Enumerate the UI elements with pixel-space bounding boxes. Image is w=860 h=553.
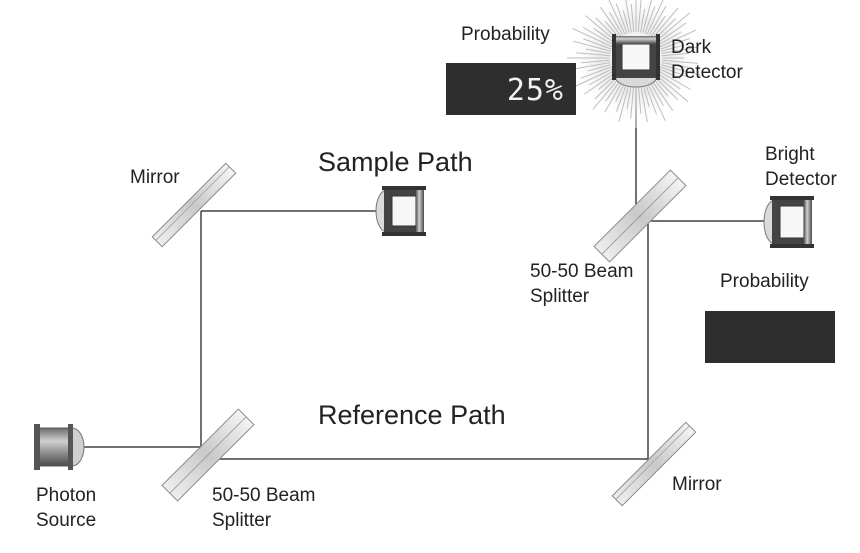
glow-ray [587,64,612,72]
sample-detector-device [375,186,426,236]
glow-ray [657,22,687,44]
dark-probability-display: 25% [446,63,576,115]
glow-ray [604,80,624,112]
glow-ray [661,46,698,54]
beam-splitter-2-label-line1: 50-50 Beam [530,261,634,282]
glow-ray [592,77,620,110]
glow-ray [648,80,664,106]
glow-ray [646,81,666,121]
glow-ray [644,6,656,34]
glow-ray [585,15,617,42]
photon-source-label: Photon Source [36,483,96,533]
glow-ray [581,59,611,64]
glow-ray [618,82,630,122]
photon-source-label-line1: Photon [36,485,97,506]
glow-ray [593,27,615,44]
sample-path-title: Sample Path [318,147,473,177]
beam-splitter-1-label: 50-50 Beam Splitter [212,483,316,533]
glow-ray [583,38,612,50]
dark-detector-device [612,34,660,88]
glow-ray [654,76,679,101]
glow-ray [660,45,683,52]
bright-detector-device [763,196,814,248]
glow-ray [658,70,691,90]
dark-detector-label-line2: Detector [671,62,743,83]
bright-detector-label-line1: Bright [765,144,815,165]
beam-splitter-1-label-line2: Splitter [212,510,272,531]
glow-ray [660,66,691,79]
glow-ray [604,20,620,39]
glow-ray [658,31,682,46]
beam-splitter-2 [593,169,687,263]
glow-ray [630,4,635,33]
glow-ray [626,83,632,110]
glow-ray [661,52,689,57]
glow-ray [580,66,612,79]
glow-ray [576,52,611,57]
beam-paths [80,86,770,460]
glow-ray [616,82,628,112]
dark-probability-label: Probability [461,24,550,45]
glow-ray [655,12,690,42]
glow-ray [588,70,614,86]
dark-detector-label-line1: Dark [671,37,712,58]
glow-ray [657,72,681,90]
glow-ray [630,83,635,119]
bright-probability-display [705,311,835,363]
dark-probability-value: 25% [506,73,564,108]
glow-ray [625,0,632,33]
glow-ray [608,0,626,35]
reference-path-title: Reference Path [318,400,506,430]
mirror-bottom-label: Mirror [672,474,722,495]
bright-detector-label-line2: Detector [765,169,837,190]
glow-ray [640,83,648,123]
beam-splitter-2-label-line2: Splitter [530,286,590,307]
glow-ray [650,15,666,37]
glow-ray [650,79,674,111]
glow-ray [660,38,690,50]
glow-ray [609,11,624,36]
photon-source-device [34,424,85,470]
glow-ray [659,68,681,80]
glow-ray [661,62,689,68]
glow-ray [605,79,622,102]
glow-ray [661,59,698,64]
glow-ray [594,76,618,100]
glow-ray [573,40,612,52]
glow-ray [582,27,614,46]
mirror-bottom [611,421,697,507]
glow-ray [572,27,613,48]
glow-ray [637,83,642,114]
glow-ray [660,64,701,76]
beam-splitter-1 [161,408,255,502]
bright-detector-label: Bright Detector [765,142,837,192]
glow-ray [622,10,630,34]
glow-ray [648,5,667,36]
glow-ray [574,68,613,88]
glow-ray [615,3,628,34]
mirror-top [151,162,237,248]
glow-ray [642,82,650,108]
glow-ray [584,72,615,95]
glow-ray [652,7,679,39]
glow-ray [585,48,611,54]
glow-ray [642,0,653,34]
glow-ray [659,29,697,48]
beam-splitter-2-label: 50-50 Beam Splitter [530,259,634,309]
glow-ray [572,62,611,70]
beam-splitter-1-label-line1: 50-50 Beam [212,485,316,506]
glow-ray [600,6,622,37]
photon-source-label-line2: Source [36,510,97,531]
glow-ray [646,0,664,35]
mirror-top-label: Mirror [130,167,180,188]
dark-detector-label: Dark Detector [671,35,743,85]
glow-ray [640,8,646,33]
bright-probability-label: Probability [720,271,809,292]
glow-ray [637,0,642,33]
glow-ray [655,74,689,103]
glow-ray [644,82,657,115]
